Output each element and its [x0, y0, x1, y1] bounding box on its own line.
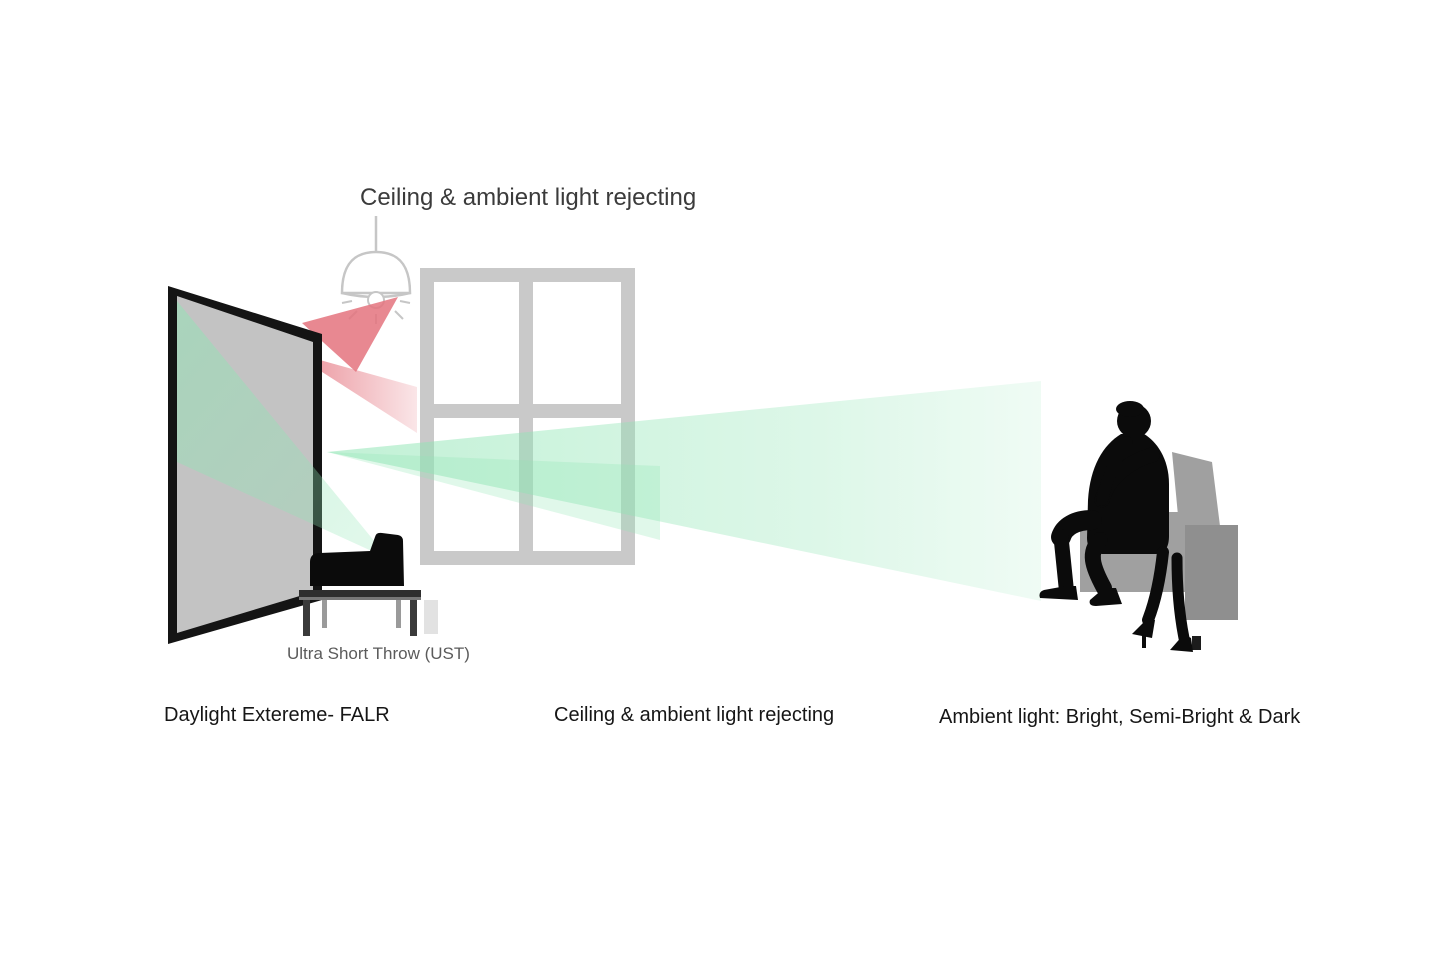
table-leg [410, 600, 417, 636]
viewer-hair [1116, 401, 1144, 417]
viewer-torso [1087, 434, 1169, 554]
heel [1142, 636, 1146, 648]
viewer-crossed-leg [1084, 532, 1112, 596]
ceiling-lamp-icon [340, 216, 412, 324]
projector-body [310, 532, 404, 586]
lamp-shade [340, 250, 412, 295]
caption-daylight-falr: Daylight Extereme- FALR [164, 704, 390, 726]
diagram-title: Ceiling & ambient light rejecting [360, 184, 697, 211]
rejected-light-beam [291, 297, 417, 433]
table-leg-back [396, 598, 401, 628]
table-leg [303, 600, 310, 636]
caption-ambient-light: Ambient light: Bright, Semi-Bright & Dar… [939, 706, 1301, 728]
ust-throw-beam [177, 301, 389, 559]
sofa-chaise [1185, 525, 1238, 620]
second-viewer-legs [1132, 546, 1193, 652]
caption-ceiling-alr: Ceiling & ambient light rejecting [554, 704, 835, 726]
table-top [299, 590, 421, 597]
viewer-forearm [1096, 436, 1133, 506]
table-leg-back [322, 598, 327, 628]
window-pane [533, 282, 621, 404]
viewer-shoe [1039, 586, 1078, 600]
window-pane [434, 282, 519, 404]
projected-light-beam [327, 381, 1041, 601]
table-edge [299, 597, 421, 600]
sofa-leg [1192, 636, 1201, 650]
table-shadow [424, 600, 438, 634]
ust-projector [299, 532, 438, 636]
viewer-shoe [1089, 588, 1122, 606]
viewer-silhouette [1039, 401, 1169, 606]
ust-projector-label: Ultra Short Throw (UST) [287, 644, 470, 663]
viewer-shin [1053, 529, 1074, 594]
